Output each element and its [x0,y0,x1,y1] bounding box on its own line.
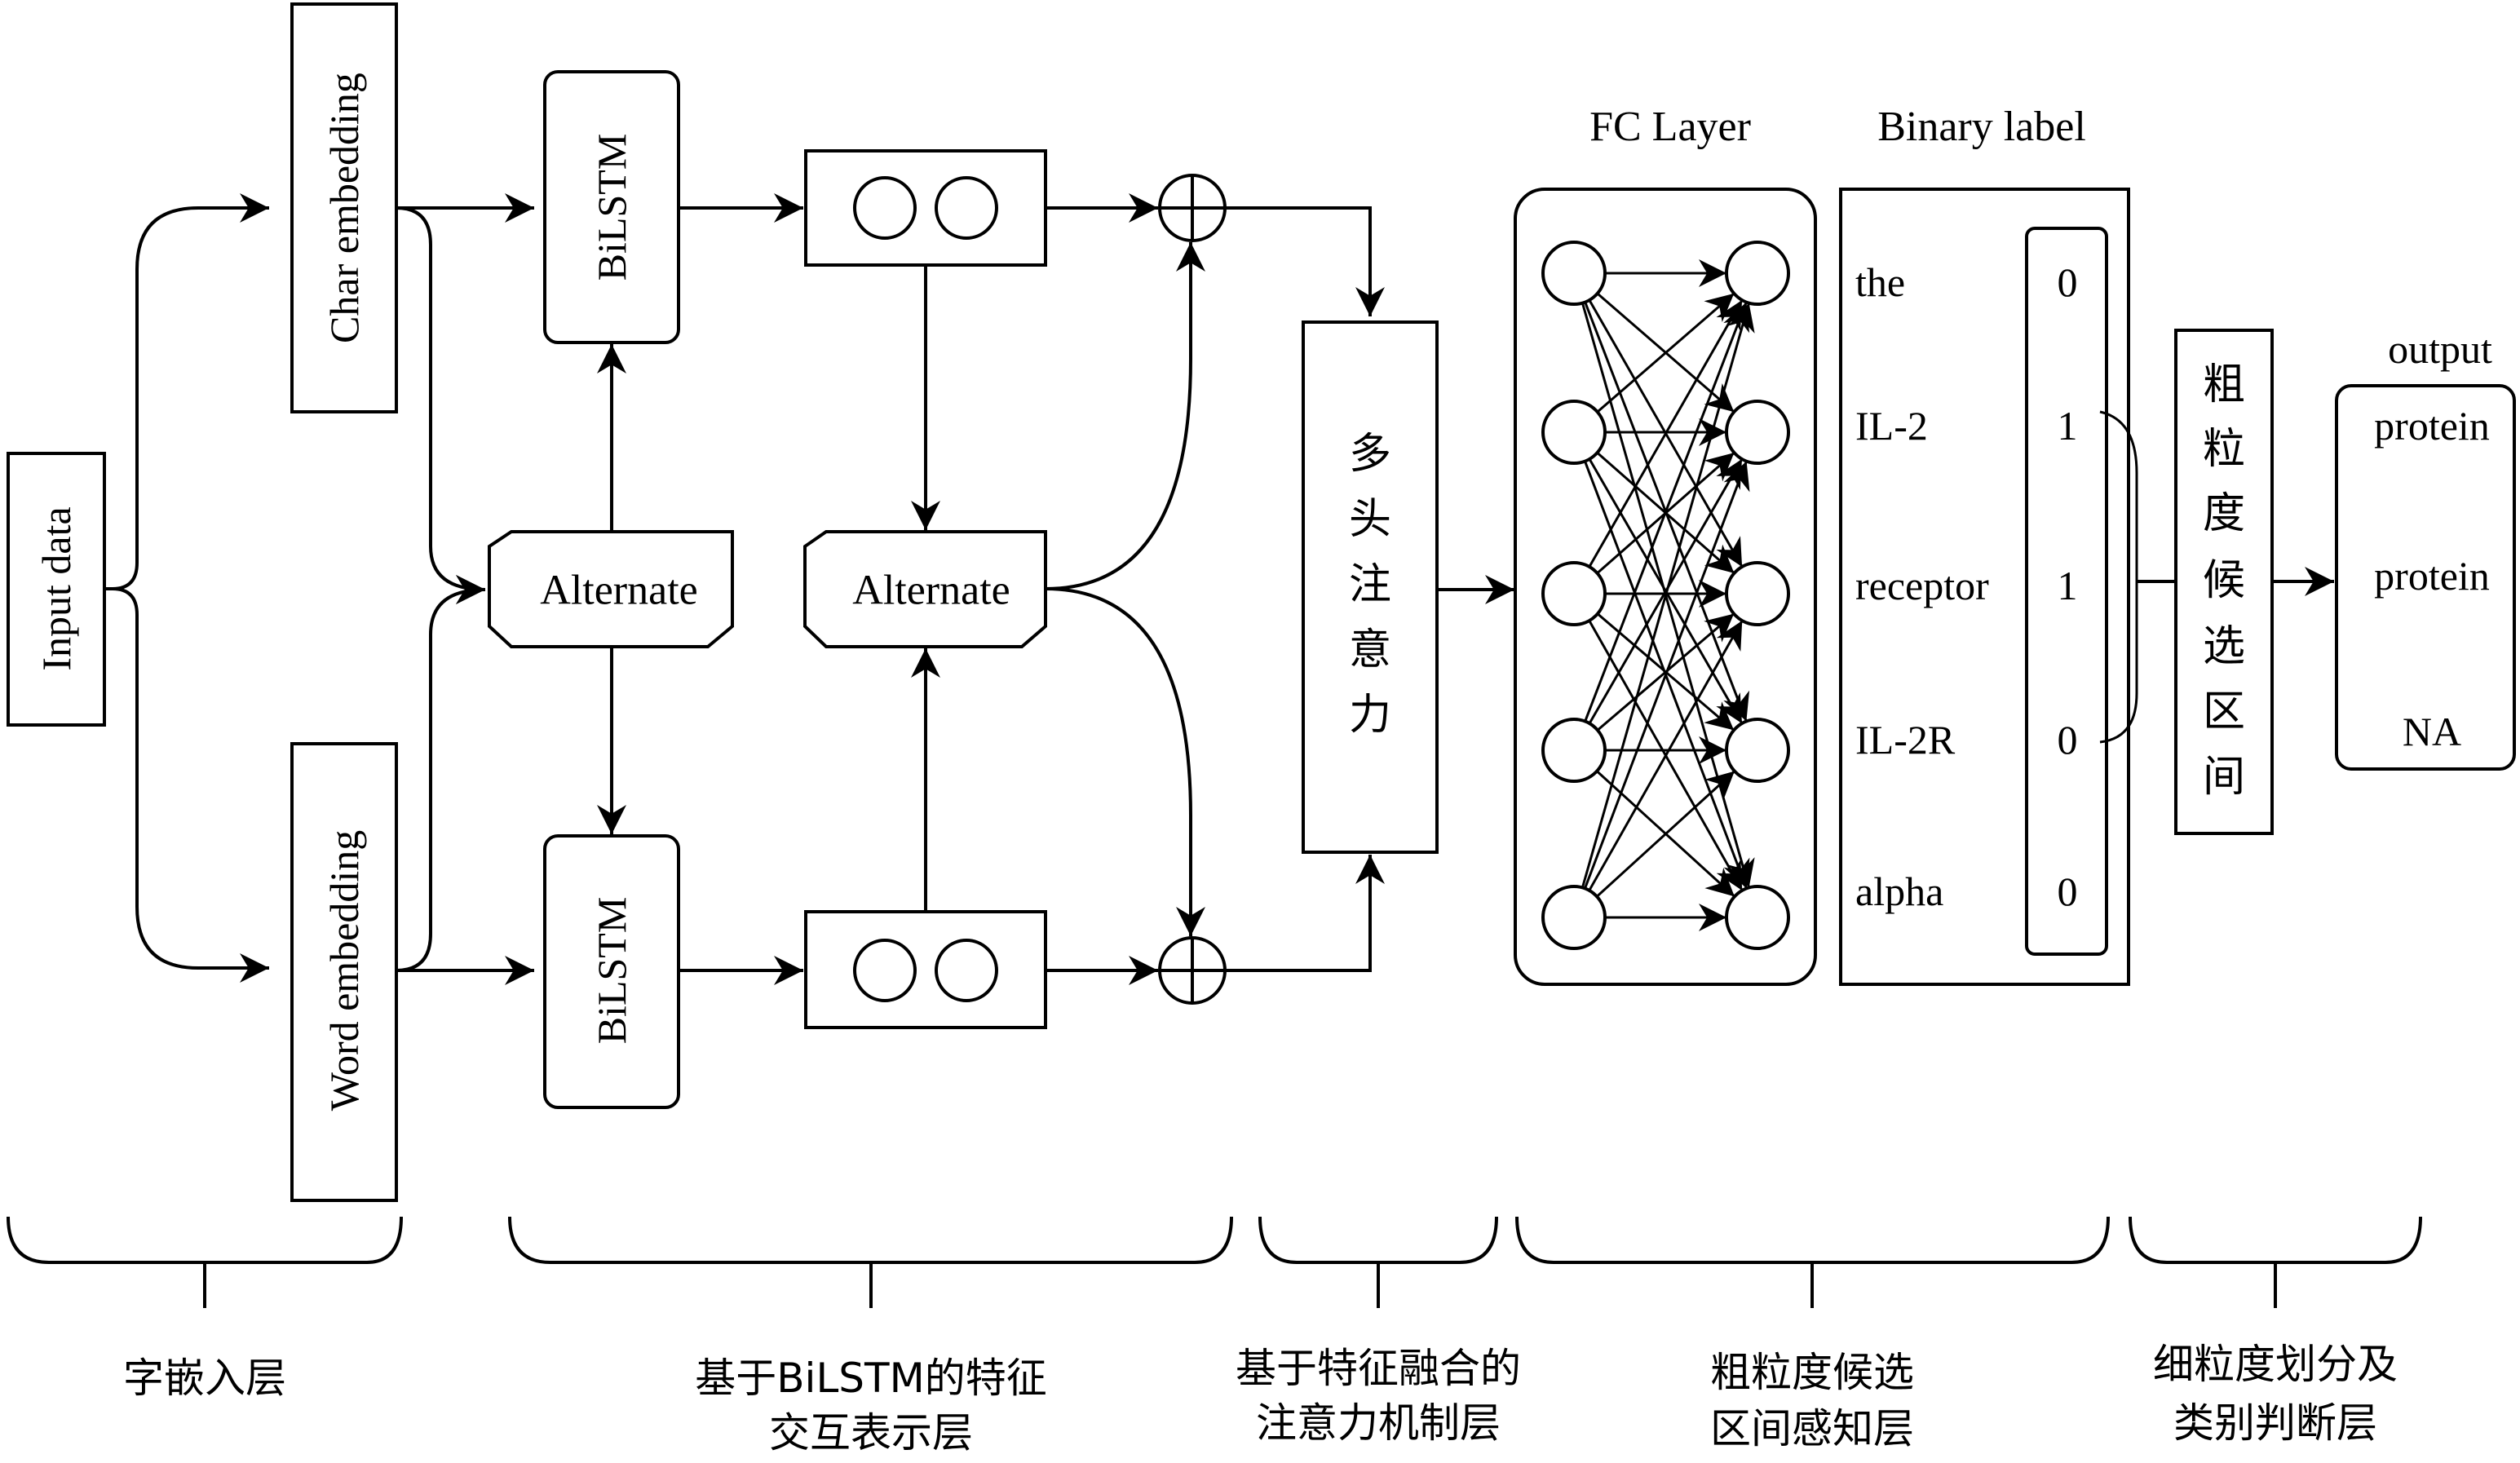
fc-input-neuron-3 [1541,718,1607,783]
fc-edge-4-0 [1581,303,1755,888]
fc-input-neuron-1 [1541,400,1607,465]
coarse-char-5: 区 [2203,687,2245,736]
word-embedding-block: Word embedding [290,742,398,1202]
token-label-0: 0 [2058,259,2078,305]
char-to-alternate-arrow [396,206,486,604]
hidden-state-top [804,149,1047,267]
output-value-2: NA [2403,709,2461,754]
token-label-2: 1 [2058,563,2078,608]
output-title: output [2388,326,2492,372]
coarse-char-0: 粗 [2203,360,2245,409]
fc-input-neuron-2 [1541,561,1607,626]
layer-caption-3-line-1: 区间感知层 [1710,1405,1914,1452]
layer-brace-2 [1258,1216,1498,1308]
layer-caption-2-line-0: 基于特征融合的 [1236,1345,1521,1392]
coarse-char-6: 间 [2203,753,2245,802]
fc-neurons [1541,241,1790,950]
fc-layer-block [1514,188,1817,986]
span-bracket [2099,410,2138,744]
fc-output-neuron-3 [1725,718,1790,783]
fc-output-neuron-0 [1725,241,1790,306]
layer-caption-1-line-1: 交互表示层 [769,1409,973,1456]
fc-input-neuron-0 [1541,241,1607,306]
fc-edge-1-0 [1596,292,1735,413]
alternate-to-sum-top-arrow [1045,242,1205,590]
binary-label-title: Binary label [1877,104,2086,150]
sum-node-bottom [1158,936,1227,1005]
coarse-char-2: 度 [2203,489,2245,538]
layer-caption-2-line-1: 注意力机制层 [1256,1399,1501,1447]
fc-edge-3-0 [1584,301,1750,723]
attention-char-3: 意 [1349,625,1391,674]
coarse-char-4: 选 [2203,622,2245,671]
layer-brace-3 [1515,1216,2110,1308]
bilstm-bottom-label: BiLSTM [589,897,634,1045]
sum-top-to-attention-arrow [1225,206,1385,316]
fc-edge-4-1 [1584,461,1750,889]
fc-connections [1581,259,1755,931]
token-word-2: receptor [1855,563,1989,608]
multi-head-attention-block: 多 头 注 意 力 [1302,320,1439,854]
token-word-3: IL-2R [1855,717,1956,762]
layer-brace-0 [7,1216,403,1308]
attention-char-4: 力 [1349,691,1391,740]
coarse-interval-block: 粗 粒 度 候 选 区 间 [2174,329,2274,835]
fc-output-neuron-2 [1725,561,1790,626]
sum-node-top [1158,174,1227,242]
input-data-block: Input data [7,452,106,727]
attention-char-2: 注 [1349,560,1391,609]
output-value-1: protein [2374,553,2490,599]
hidden-state-bottom [804,910,1047,1029]
bilstm-bottom-block: BiLSTM [543,834,680,1109]
sum-bottom-to-attention-arrow [1225,855,1385,972]
input-split-connector [104,193,269,590]
input-split-connector-lower [112,587,269,983]
alternate-right-block: Alternate [803,530,1047,648]
alternate-right-label: Alternate [852,568,1010,614]
coarse-char-1: 粒 [2203,425,2245,474]
fc-input-neuron-4 [1541,885,1607,950]
token-word-1: IL-2 [1855,403,1928,449]
layer-caption-1-line-0: 基于BiLSTM的特征 [695,1355,1046,1402]
word-to-alternate-arrow [396,575,486,972]
token-label-1: 1 [2058,403,2078,449]
attention-char-1: 头 [1349,495,1391,544]
fc-layer-title: FC Layer [1589,104,1751,150]
attention-char-0: 多 [1349,430,1391,479]
layer-caption-0-line-0: 字嵌入层 [123,1355,286,1402]
output-value-0: protein [2374,403,2490,449]
fc-output-neuron-4 [1725,885,1790,950]
binary-label-block: the 0 IL-2 1 receptor 1 IL-2R 0 alpha 0 [1839,188,2138,986]
input-data-label: Input data [33,506,79,670]
alternate-to-sum-bottom-arrow [1045,587,1205,936]
layer-caption-4-line-0: 细粒度划分及 [2153,1341,2398,1388]
fc-edge-2-0 [1588,299,1744,568]
layer-brace-1 [508,1216,1233,1308]
layer-caption-4-line-1: 类别判断层 [2173,1399,2377,1447]
fc-output-neuron-1 [1725,400,1790,465]
output-block: protein protein NA [2335,384,2516,771]
fc-edge-4-3 [1596,770,1735,898]
bilstm-top-block: BiLSTM [543,70,680,344]
coarse-char-3: 候 [2203,556,2245,605]
layer-caption-3-line-0: 粗粒度候选 [1710,1349,1914,1396]
alternate-left-label: Alternate [540,568,697,614]
alternate-left-block: Alternate [488,530,734,648]
char-embedding-block: Char embedding [290,2,398,413]
token-word-0: the [1855,259,1905,305]
char-embedding-label: Char embedding [321,73,367,343]
fc-edge-4-2 [1588,620,1744,891]
token-label-3: 0 [2058,717,2078,762]
layer-brace-4 [2129,1216,2422,1308]
token-word-4: alpha [1855,869,1943,914]
token-label-4: 0 [2058,869,2078,914]
word-embedding-label: Word embedding [321,830,367,1112]
bilstm-top-label: BiLSTM [589,134,634,281]
